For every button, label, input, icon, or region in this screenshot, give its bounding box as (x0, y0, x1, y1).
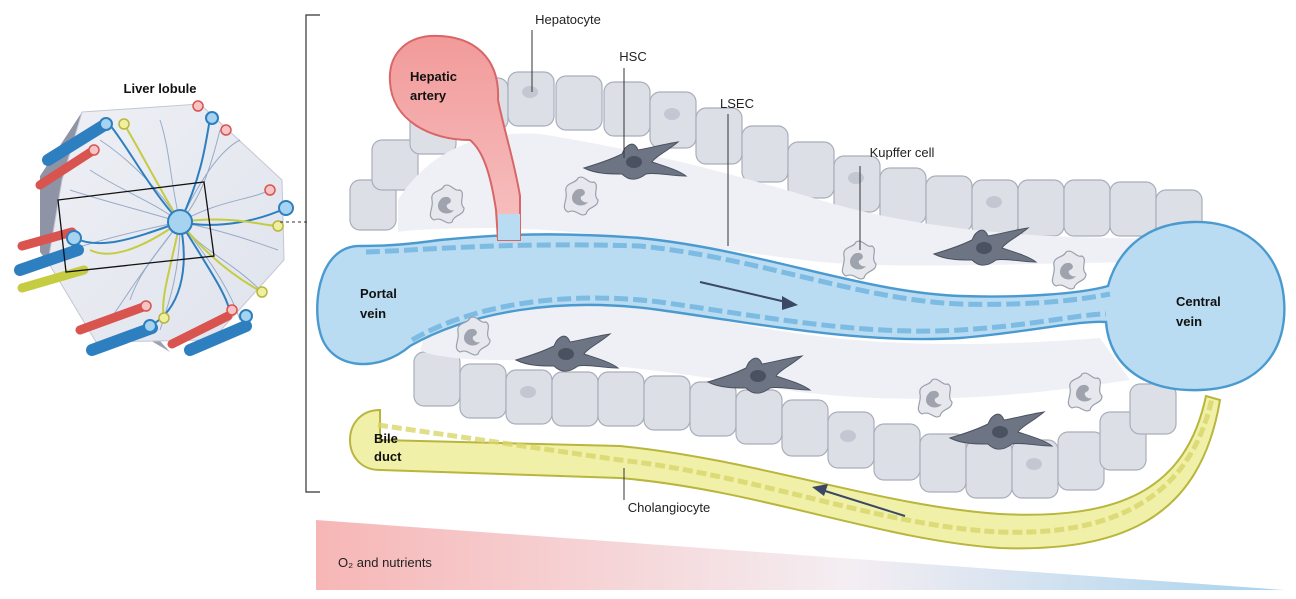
diagram-labels: Hepatocyte HSC LSEC Kupffer cell Cholang… (360, 12, 1221, 515)
oxygen-gradient-wedge (316, 520, 1284, 590)
label-hepatocyte: Hepatocyte (535, 12, 601, 27)
label-bile-duct-2: duct (374, 449, 402, 464)
sinusoid-space-lower (420, 305, 1130, 399)
label-central-vein-1: Central (1176, 294, 1221, 309)
label-hepatic-artery-2: artery (410, 88, 447, 103)
label-central-vein-2: vein (1176, 314, 1202, 329)
label-hepatic-artery-1: Hepatic (410, 69, 457, 84)
lobule-portal-triads (14, 100, 294, 356)
hepatic-artery (388, 34, 521, 241)
lobule-zoom-box (57, 181, 215, 273)
label-hsc: HSC (619, 49, 646, 64)
liver-lobule-illustration: Liver lobule (14, 81, 294, 356)
label-lsec: LSEC (720, 96, 754, 111)
lobule-central-vein (167, 209, 193, 235)
label-cholangiocyte: Cholangiocyte (628, 500, 710, 515)
label-kupffer: Kupffer cell (870, 145, 935, 160)
oxygen-gradient-label: O₂ and nutrients (338, 555, 432, 570)
label-bile-duct-1: Bile (374, 431, 398, 446)
hepatocyte-plate-lower (413, 351, 1177, 499)
zoom-bracket (305, 14, 320, 493)
label-portal-vein-1: Portal (360, 286, 397, 301)
label-portal-vein-2: vein (360, 306, 386, 321)
bile-duct (349, 394, 1222, 550)
lobule-title: Liver lobule (124, 81, 197, 96)
